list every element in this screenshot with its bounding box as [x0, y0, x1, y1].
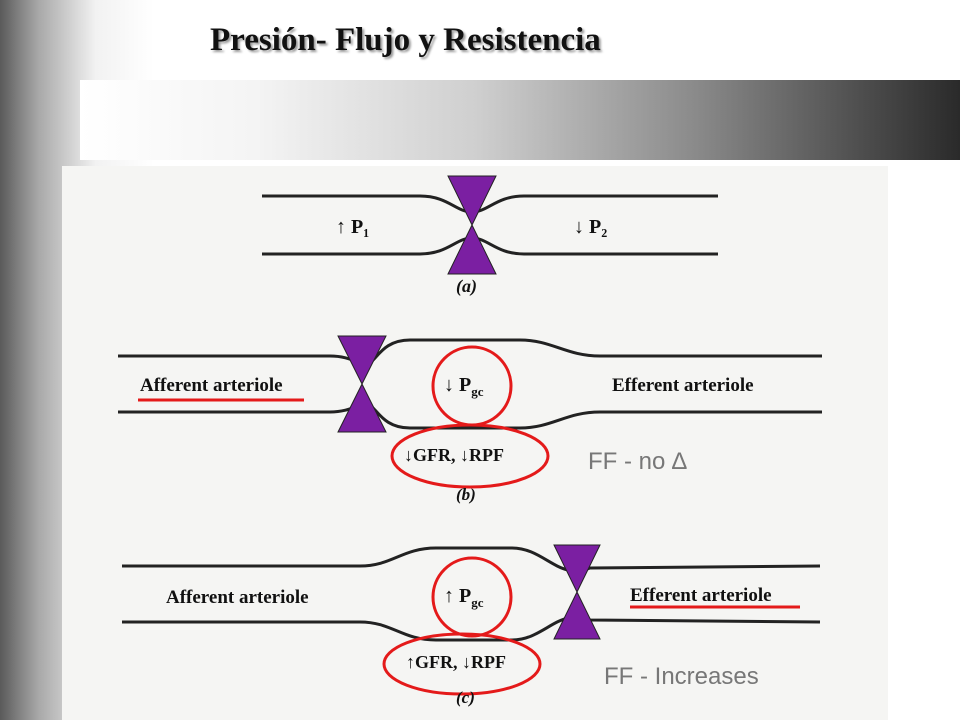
afferent-arteriole-label-c: Afferent arteriole — [166, 587, 309, 608]
gfr-rpf-label-c: ↑GFR, ↓RPF — [406, 652, 506, 672]
panel-a: ↑ P₁ ↓ P₂ (a) — [262, 175, 718, 297]
valve-c-efferent — [553, 544, 601, 640]
vessel-a-top-wall — [262, 194, 718, 214]
pgc-label-c: ↑ Pgc — [444, 585, 484, 610]
gfr-rpf-label-b: ↓GFR, ↓RPF — [404, 445, 504, 465]
slide-title: Presión- Flujo y Resistencia — [210, 22, 601, 58]
caption-c: (c) — [456, 688, 475, 707]
ff-note-b: FF - no ∆ — [588, 448, 687, 475]
efferent-arteriole-label-c: Efferent arteriole — [630, 585, 772, 606]
vessel-c-top-wall — [122, 546, 821, 573]
panel-c: Afferent arteriole Efferent arteriole ↑ … — [122, 544, 821, 707]
caption-b: (b) — [456, 485, 476, 504]
pgc-circle-c — [431, 556, 513, 638]
ff-note-c: FF - Increases — [604, 663, 759, 690]
pressure-p2-label: ↓ P₂ — [574, 216, 607, 238]
valve-a — [447, 175, 497, 275]
valve-b-afferent — [337, 335, 387, 433]
pgc-label-b: ↓ Pgc — [444, 374, 484, 399]
caption-a: (a) — [456, 276, 477, 297]
afferent-arteriole-label-b: Afferent arteriole — [140, 375, 283, 396]
gfr-ellipse-b — [390, 423, 550, 489]
efferent-arteriole-label-b: Efferent arteriole — [612, 375, 754, 396]
vessel-b-top-wall — [118, 338, 822, 366]
panel-b: Afferent arteriole Efferent arteriole ↓ … — [118, 335, 822, 504]
header-gradient-bar — [80, 80, 960, 160]
pressure-p1-label: ↑ P₁ — [336, 216, 369, 238]
vessel-a-bottom-wall — [262, 236, 718, 256]
gfr-ellipse-c — [382, 632, 542, 696]
